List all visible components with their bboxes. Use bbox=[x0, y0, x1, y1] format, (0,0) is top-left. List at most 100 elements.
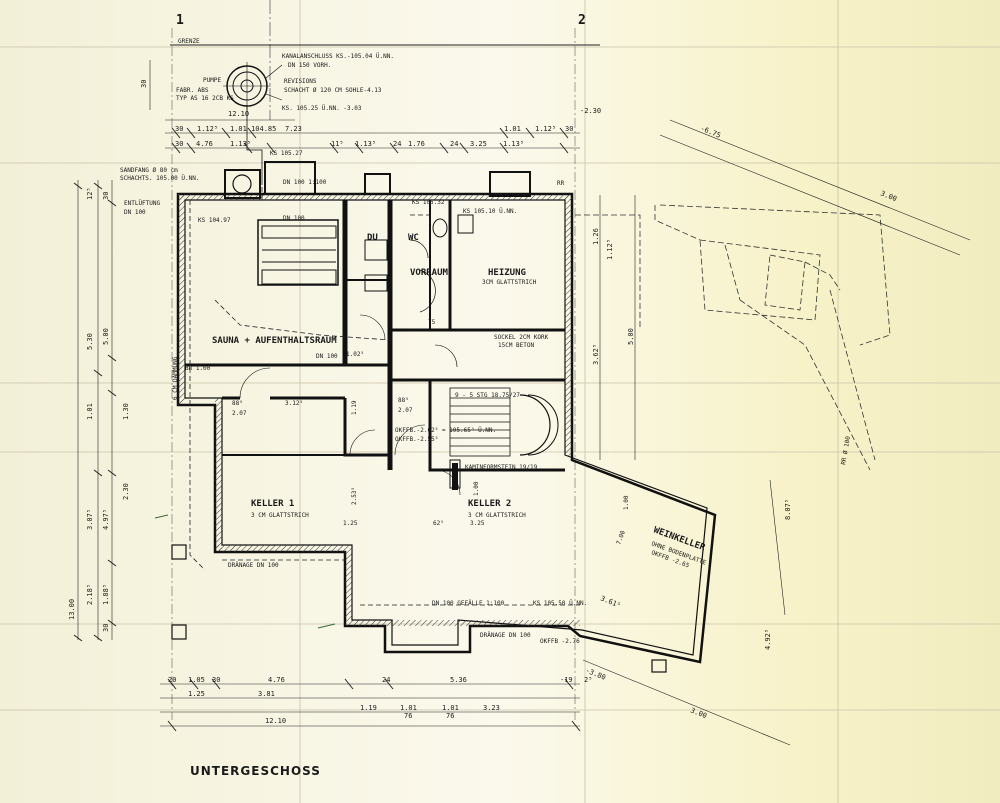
dim-bottom-1: 20 bbox=[168, 676, 176, 684]
dim-left-8: 3.07⁵ bbox=[86, 509, 94, 530]
inner-dimension-labels: 88⁵ 2.07 3.12⁵ 1.19 2.53⁵ 1.25 3.25 62⁵ … bbox=[232, 319, 630, 546]
dim-right-5: 8.07⁵ bbox=[784, 499, 792, 520]
typ-label: TYP AS 16 2CB KS bbox=[176, 95, 234, 102]
axis-label-1: 1 bbox=[176, 13, 184, 28]
dim-left-2: 30 bbox=[102, 192, 110, 200]
columns bbox=[171, 544, 667, 673]
dim-right-3: 5.00 bbox=[627, 328, 635, 345]
dim-bottom-6: 5.36 bbox=[450, 676, 467, 684]
dim-bottom-4: 4.76 bbox=[268, 676, 285, 684]
header-notes: GRENZE KANALANSCHLUSS KS.-105.04 Ü.NN. D… bbox=[120, 38, 600, 216]
dim-bottom-2: 1.05 bbox=[188, 676, 205, 684]
hand-marks bbox=[154, 514, 336, 629]
garden-shafts bbox=[575, 204, 891, 471]
dim-row2-6: 24 bbox=[393, 140, 401, 148]
room-heizung: HEIZUNG bbox=[488, 268, 526, 278]
stairs-label: 9 - 5 STG 18.75/27 bbox=[455, 392, 520, 399]
door-swings bbox=[239, 314, 461, 496]
revision-label-2: SCHACHT Ø 120 CM SOHLE-4.13 bbox=[284, 87, 382, 94]
fabr-label: FABR. ABS bbox=[176, 87, 209, 94]
dim-right-1: 1.26 bbox=[592, 228, 600, 245]
dim-bottom-11: 1.19 bbox=[360, 704, 377, 712]
room-keller1: KELLER 1 bbox=[251, 499, 294, 509]
light-wells-top bbox=[224, 161, 531, 199]
axis-label-2: 2 bbox=[578, 13, 586, 28]
ks-gefaelle-label: KS 105.50 Ü.NN. bbox=[533, 600, 587, 607]
dim-bottom-10: 3.81 bbox=[258, 690, 275, 698]
pump-width-label: 12.10 bbox=[228, 110, 249, 118]
room-heizung-floor: 3CM GLATTSTRICH bbox=[482, 279, 537, 286]
sandfang-label-2: SCHACHTS. 105.00 Ü.NN. bbox=[120, 175, 199, 182]
grenze-label: GRENZE bbox=[178, 38, 200, 45]
dim-bottom-14: 3.23 bbox=[483, 704, 500, 712]
dim-left-5: 1.01 bbox=[86, 403, 94, 420]
drainage-label-1: DRÄNAGE DN 100 bbox=[228, 562, 279, 569]
pipe-dn100-2: DN 100 bbox=[316, 353, 338, 360]
bottom-dimensions bbox=[160, 678, 581, 732]
pumpe-label: PUMPE bbox=[203, 77, 221, 84]
dim-inner-13: 2.07 bbox=[398, 407, 413, 414]
daemmung-label: 6 CM DÄMMUNG bbox=[172, 356, 179, 400]
dim-left-9: 2.18⁵ bbox=[86, 584, 94, 605]
dim-top-5: 1.01 bbox=[504, 125, 521, 133]
room-vorraum: VORRAUM bbox=[410, 268, 449, 278]
dim-left-3: 5.30 bbox=[86, 333, 94, 350]
dim-right-4: 1.12⁵ bbox=[606, 239, 614, 260]
dim-bottom-5: 24 bbox=[382, 676, 390, 684]
dim-inner-4: 1.19 bbox=[351, 400, 358, 415]
staircase bbox=[449, 387, 559, 457]
drainage-label-2: DRÄNAGE DN 100 bbox=[480, 632, 531, 639]
pipe-ks-10497: KS 104.97 bbox=[198, 217, 231, 224]
dim-inner-7: 3.25 bbox=[470, 520, 485, 527]
dim-bottom-7: -19 bbox=[560, 676, 573, 684]
dim-bottom-total: 12.10 bbox=[265, 717, 286, 725]
bottom-dimension-labels: 20 1.05 30 4.76 24 5.36 -19 2⁵ 1.25 3.81… bbox=[168, 676, 592, 725]
entlueftung-label: ENTLÜFTUNG bbox=[124, 200, 161, 207]
dim-row2-7: 1.76 bbox=[408, 140, 425, 148]
dim-inner-10: 75 bbox=[428, 319, 436, 326]
okffb-label-2: OKFFB.-2.55⁵ bbox=[395, 436, 438, 443]
dim-inner-8: 62⁵ bbox=[433, 520, 444, 527]
top-dimension-labels: 30 1.12⁵ 1.01 104.85 7.23 1.01 1.12⁵ 30 … bbox=[175, 107, 601, 148]
kanal-note-2: DN 150 VORH. bbox=[288, 62, 331, 69]
dim-bottom-12: 1.01 bbox=[400, 704, 417, 712]
dim-row2-10: 1.13⁵ bbox=[503, 140, 524, 148]
dim-bottom-8: 2⁵ bbox=[584, 676, 592, 684]
dim-right-2: 3.62⁵ bbox=[592, 344, 600, 365]
dim-top-4: 7.23 bbox=[285, 125, 302, 133]
left-dimensions bbox=[73, 60, 151, 642]
bath-fixtures bbox=[364, 214, 474, 313]
dim-row2-9: 3.25 bbox=[470, 140, 487, 148]
dim-top-3: 1.01 104.85 bbox=[230, 125, 276, 133]
dim-bottom-13: 1.01 bbox=[442, 704, 459, 712]
room-du: DU bbox=[367, 233, 378, 243]
drawing-title: UNTERGESCHOSS bbox=[190, 764, 321, 778]
dim-inner-3: 3.12⁵ bbox=[285, 400, 303, 407]
pump-shaft bbox=[223, 62, 283, 185]
dim-top-2: 1.12⁵ bbox=[197, 125, 218, 133]
sauna-cabin bbox=[257, 219, 339, 286]
dim-top-1: 30 bbox=[175, 125, 183, 133]
pipe-labels: DN 100 DN 100 KS 105.27 KS 104.97 KS 105… bbox=[185, 150, 852, 465]
dim-inner-14: 1.00 bbox=[473, 481, 480, 496]
dim-inner-1: 88⁵ bbox=[232, 400, 243, 407]
drainage-pipes bbox=[189, 185, 580, 606]
dim-row2-2: 4.76 bbox=[196, 140, 213, 148]
pipe-dn100-1: DN 100 bbox=[283, 215, 305, 222]
right-dimension-labels: 1.26 3.62⁵ 5.00 1.12⁵ bbox=[592, 228, 635, 365]
dim-bottom-3: 30 bbox=[212, 676, 220, 684]
dim-inner-5: 2.53⁵ bbox=[351, 487, 358, 505]
dim-row2-8: 24 bbox=[450, 140, 458, 148]
right-dimensions bbox=[599, 195, 636, 460]
room-keller2-floor: 3 CM GLATTSTRICH bbox=[468, 512, 526, 519]
dim-left-top: 30 bbox=[140, 80, 148, 88]
dim-inner-16: 7.00 bbox=[615, 529, 627, 545]
dim-left-10: 1.88⁵ bbox=[102, 584, 110, 605]
wall-hatching bbox=[178, 194, 580, 626]
room-wc: WC bbox=[408, 233, 419, 243]
dim-left-1: 12⁵ bbox=[86, 187, 94, 200]
dim-row2-3: 1.13⁵ bbox=[230, 140, 251, 148]
sockel-label-2: 15CM BETON bbox=[498, 342, 535, 349]
dim-row2-4: 11⁵ bbox=[331, 140, 344, 148]
dim-bottom-9: 1.25 bbox=[188, 690, 205, 698]
